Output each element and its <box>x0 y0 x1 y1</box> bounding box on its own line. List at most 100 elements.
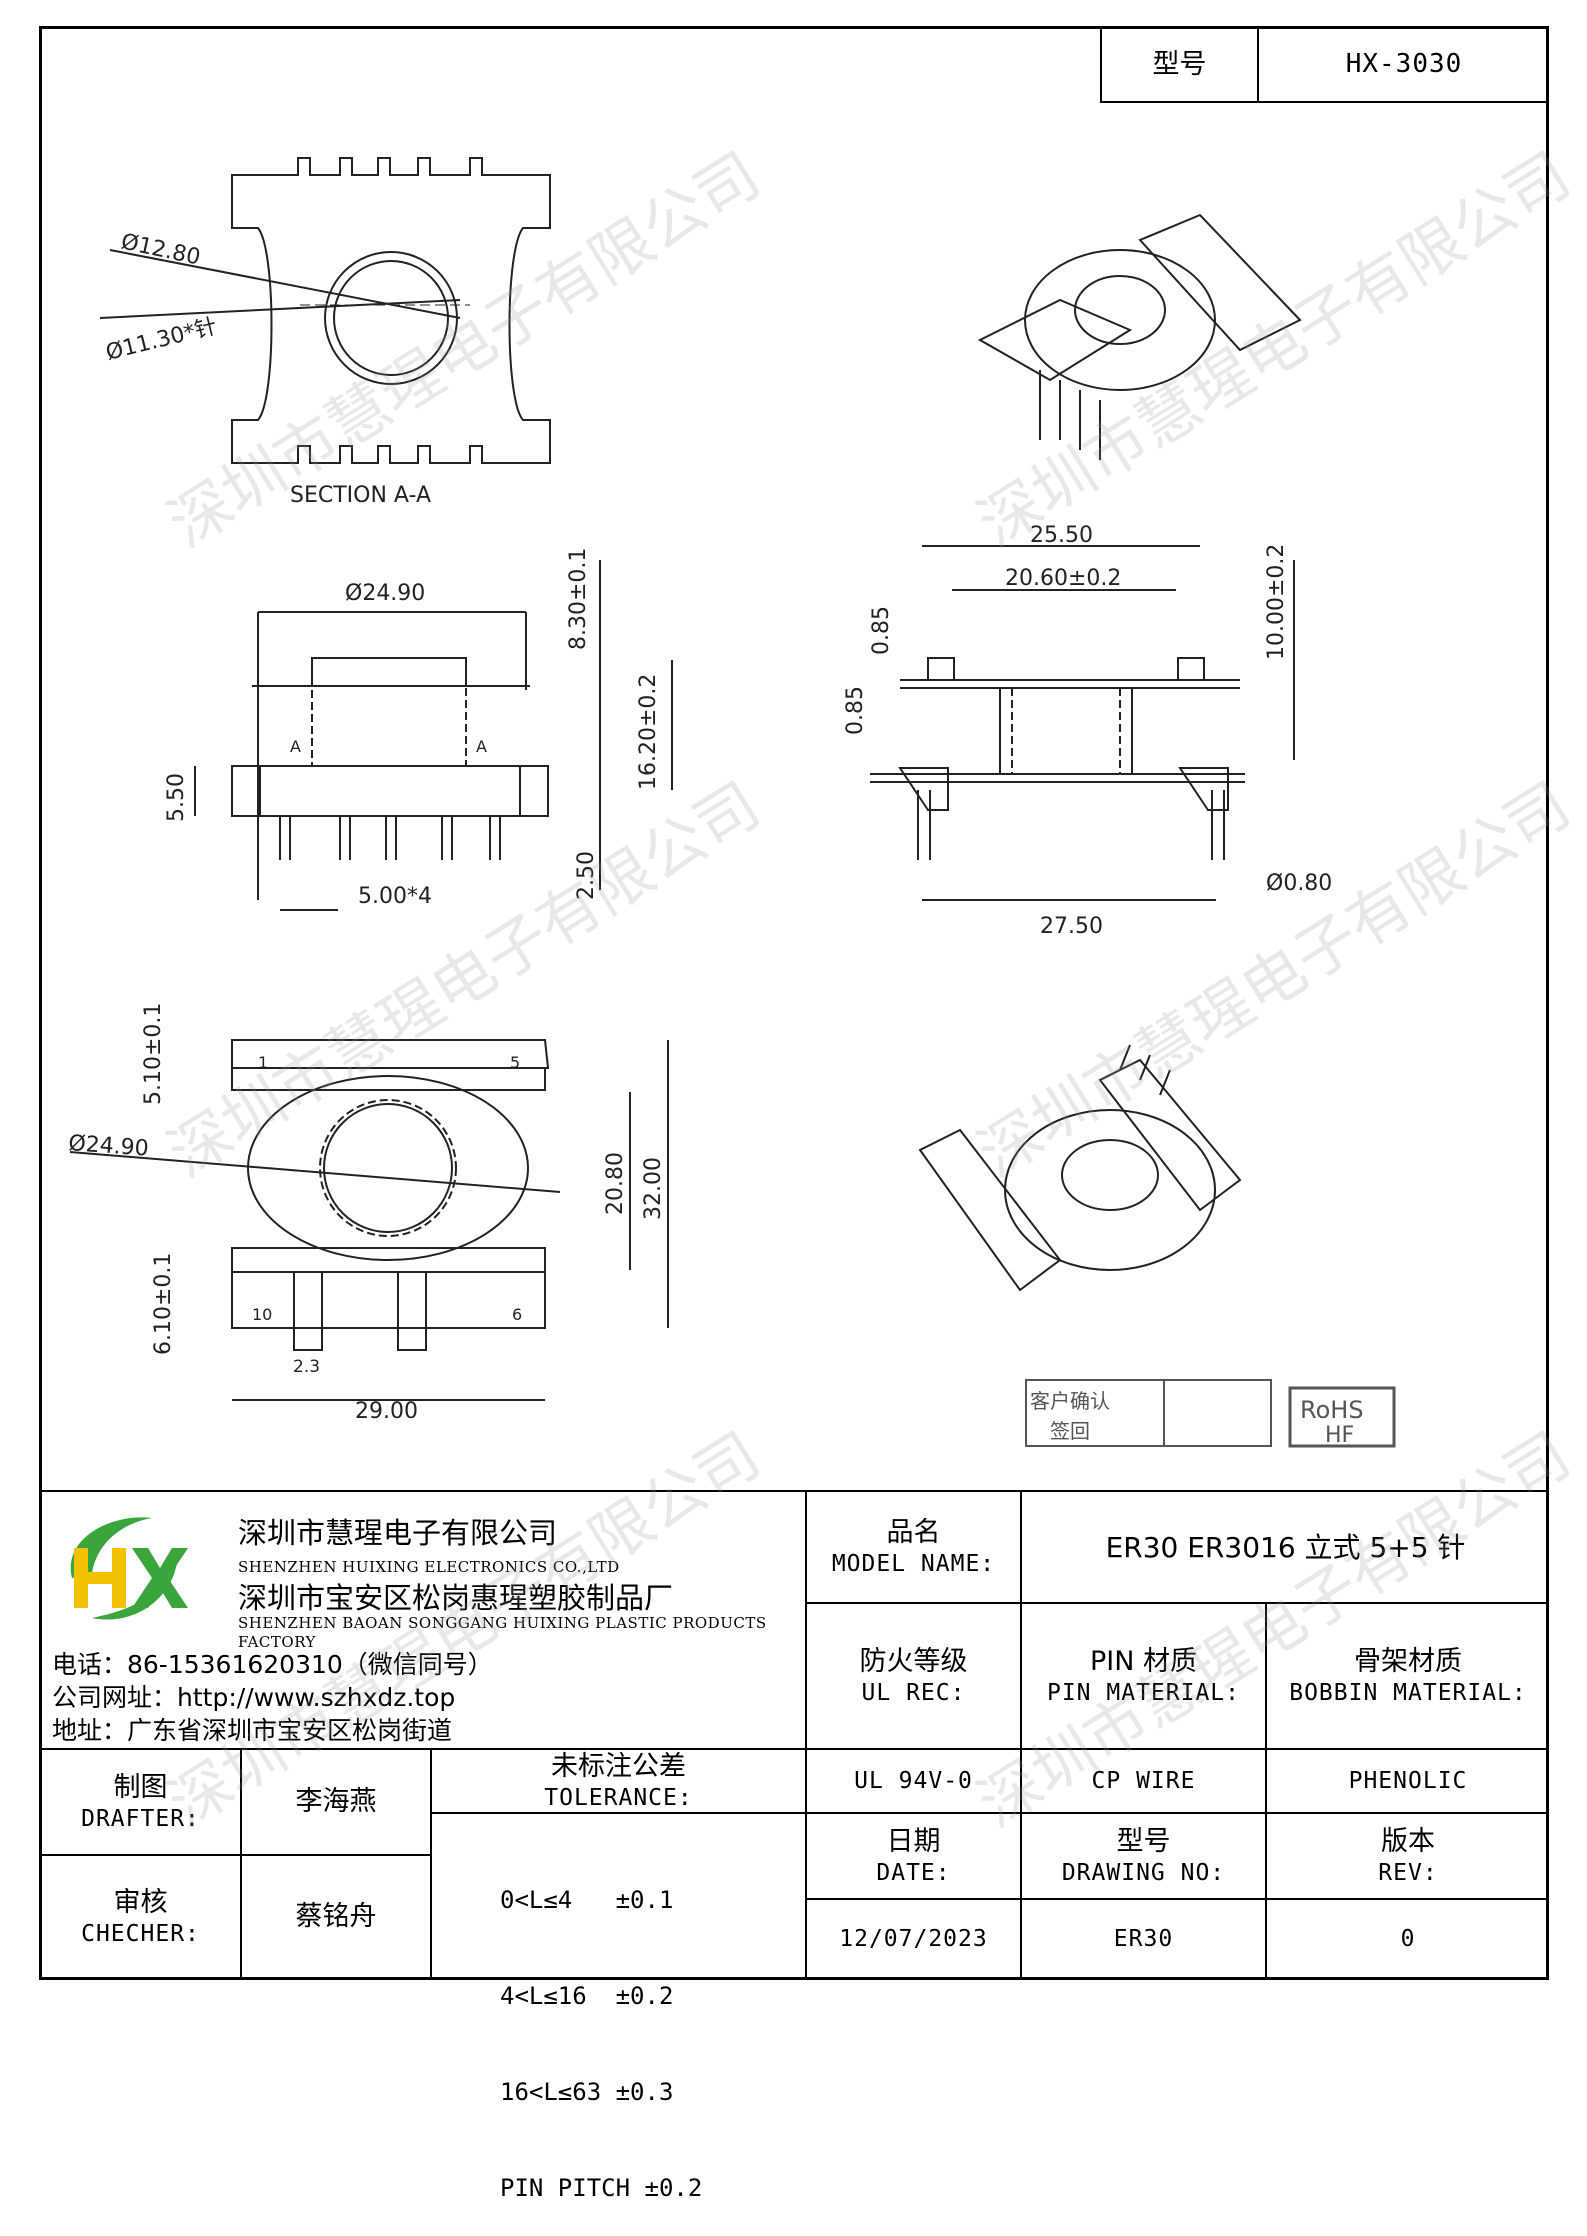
rev-cn: 版本 <box>1381 1825 1435 1857</box>
pin-number-1: 1 <box>258 1053 268 1072</box>
dim-a: Ø12.80 <box>119 229 203 270</box>
checker-cn: 审核 <box>113 1886 168 1918</box>
drawing-no-value: ER30 <box>1113 1925 1174 1952</box>
drawing-no-label: 型号 DRAWING NO: <box>1022 1814 1265 1898</box>
section-mark-right: A <box>476 737 487 756</box>
dim-e: 5.00*4 <box>358 884 432 909</box>
drawing-no-en: DRAWING NO: <box>1061 1859 1226 1886</box>
title-col-1020 <box>1020 1490 1022 1980</box>
company-name-en: SHENZHEN HUIXING ELECTRONICS CO.,LTD <box>238 1557 620 1576</box>
dim-s: 20.80 <box>603 1152 628 1215</box>
title-row-1602 <box>805 1602 1549 1604</box>
dim-b: Ø11.30*针 <box>103 314 219 366</box>
tolerance-list: 0<L≤4 ±0.1 4<L≤16 ±0.2 16<L≤63 ±0.3 PIN … <box>500 1820 800 2202</box>
dim-q: Ø24.90 <box>68 1131 150 1162</box>
dim-h: 16.20±0.2 <box>636 674 661 790</box>
title-row-1748 <box>39 1748 1549 1750</box>
dim-u2: 6.10±0.1 <box>151 1253 176 1355</box>
title-col-240 <box>240 1748 242 1980</box>
ul-en: UL REC: <box>861 1679 966 1706</box>
drafter-value: 李海燕 <box>295 1786 377 1818</box>
factory-name-cn: 深圳市宝安区松岗惠瑆塑胶制品厂 <box>238 1580 674 1615</box>
top-view <box>69 1039 669 1401</box>
title-row-1812 <box>430 1812 1549 1814</box>
date-cn: 日期 <box>886 1825 941 1857</box>
isometric-view-bottom <box>918 1044 1242 1292</box>
checker-value: 蔡铭舟 <box>295 1901 377 1933</box>
date-value: 12/07/2023 <box>839 1925 988 1952</box>
ul-value: UL 94V-0 <box>854 1767 973 1794</box>
dim-g: 8.30±0.1 <box>566 548 591 650</box>
hf-label: HF <box>1325 1423 1354 1448</box>
company-name-cn: 深圳市慧瑆电子有限公司 <box>238 1515 558 1550</box>
drafter-en: DRAFTER: <box>81 1805 200 1832</box>
ul-cn: 防火等级 <box>859 1645 968 1677</box>
tolerance-en: TOLERANCE: <box>544 1784 693 1811</box>
dim-n: 27.50 <box>1040 914 1103 939</box>
model-name-value: ER30 ER3016 立式 5+5 针 <box>1105 1530 1466 1564</box>
pin-en: PIN MATERIAL: <box>1046 1679 1240 1706</box>
model-name-label: 品名 MODEL NAME: <box>807 1492 1020 1602</box>
tolerance-cn: 未标注公差 <box>551 1750 686 1782</box>
model-value: HX-3030 <box>1345 49 1463 80</box>
customer-confirm-line2: 签回 <box>1050 1419 1090 1443</box>
dim-p: 10.00±0.2 <box>1264 544 1289 660</box>
rev-en: REV: <box>1378 1859 1438 1886</box>
tolerance-line: PIN PITCH ±0.2 <box>500 2174 703 2202</box>
title-block-top <box>39 1490 1549 1492</box>
model-name-en: MODEL NAME: <box>831 1550 996 1577</box>
title-col-1265 <box>1265 1602 1267 1980</box>
date-en: DATE: <box>876 1859 951 1886</box>
pin-number-5: 5 <box>510 1053 520 1072</box>
company-website: 公司网址：http://www.szhxdz.top <box>52 1683 456 1713</box>
section-view <box>99 157 551 464</box>
model-label: 型号 <box>1152 48 1207 80</box>
factory-name-en: SHENZHEN BAOAN SONGGANG HUIXING PLASTIC … <box>238 1614 767 1651</box>
company-phone: 电话：86-15361620310（微信同号） <box>52 1650 493 1680</box>
technical-drawing: SECTION A-A Ø12.80 Ø11.30*针 Ø24.90 8.30±… <box>68 157 1396 1448</box>
drawing-frame <box>39 26 1549 1980</box>
ul-label: 防火等级 UL REC: <box>807 1604 1020 1748</box>
pin-material-label: PIN 材质 PIN MATERIAL: <box>1022 1604 1265 1748</box>
title-col-805 <box>805 1490 807 1980</box>
model-name-cn: 品名 <box>886 1516 941 1548</box>
dim-r: 29.00 <box>355 1399 418 1424</box>
pin-number-10: 10 <box>252 1305 272 1324</box>
drawing-no-cn: 型号 <box>1116 1825 1171 1857</box>
date-label: 日期 DATE: <box>807 1814 1020 1898</box>
dim-f: 2.50 <box>574 851 599 900</box>
rohs-label: RoHS <box>1300 1396 1364 1424</box>
pin-value: CP WIRE <box>1091 1767 1196 1794</box>
dim-k: 0.85 <box>869 606 894 655</box>
header-line <box>1100 26 1549 28</box>
dim-l: 0.85 <box>843 686 868 735</box>
checker-label: 审核 CHECHER: <box>41 1856 240 1978</box>
tolerance-label: 未标注公差 TOLERANCE: <box>432 1750 805 1812</box>
header-box-bottom <box>1100 101 1549 103</box>
header-box-left <box>1100 26 1102 102</box>
tolerance-line: 16<L≤63 ±0.3 <box>500 2078 674 2106</box>
dim-d: 5.50 <box>164 773 189 822</box>
title-row-1854 <box>39 1854 430 1856</box>
bobbin-cn: 骨架材质 <box>1354 1645 1462 1677</box>
drafter-cn: 制图 <box>113 1771 168 1803</box>
title-row-1898 <box>805 1898 1549 1900</box>
tolerance-line: 0<L≤4 ±0.1 <box>500 1886 674 1914</box>
dim-o: Ø0.80 <box>1266 871 1332 896</box>
company-logo <box>70 1517 188 1620</box>
rev-label: 版本 REV: <box>1267 1814 1549 1898</box>
bobbin-material-label: 骨架材质 BOBBIN MATERIAL: <box>1267 1604 1549 1748</box>
section-label: SECTION A-A <box>290 483 431 508</box>
drafter-label: 制图 DRAFTER: <box>41 1750 240 1854</box>
bobbin-value: PHENOLIC <box>1348 1767 1468 1794</box>
side-view <box>870 545 1295 901</box>
dim-c: Ø24.90 <box>345 581 425 606</box>
dim-t: 32.00 <box>641 1157 666 1220</box>
title-col-430 <box>430 1748 432 1980</box>
pin-number-6: 6 <box>512 1305 522 1324</box>
front-view <box>194 560 673 911</box>
tolerance-line: 4<L≤16 ±0.2 <box>500 1982 674 2010</box>
bobbin-en: BOBBIN MATERIAL: <box>1289 1679 1527 1706</box>
header-box-divider <box>1257 26 1259 102</box>
company-address: 地址：广东省深圳市宝安区松岗街道 <box>52 1716 453 1746</box>
